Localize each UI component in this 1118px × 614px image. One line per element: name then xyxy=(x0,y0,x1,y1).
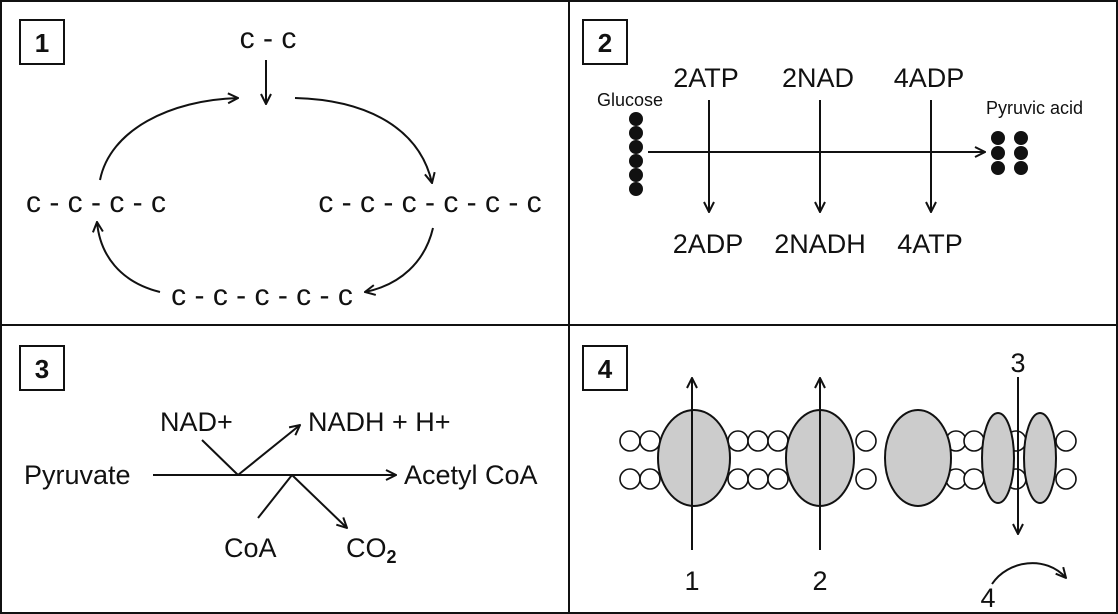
protein-complex-3 xyxy=(884,409,952,507)
panel-1-number-box xyxy=(19,19,65,65)
output-2nadh: 2NADH xyxy=(774,229,866,259)
nadh-h-label: NADH + H+ xyxy=(308,407,451,437)
panel-2-number: 2 xyxy=(598,28,612,58)
nad-plus-label: NAD+ xyxy=(160,407,233,437)
input-2nad: 2NAD xyxy=(782,63,854,93)
cycle-arrow-left-top xyxy=(99,98,238,181)
glucose-label: Glucose xyxy=(597,90,663,110)
site-label-4: 4 xyxy=(980,583,995,613)
protein-complex-1 xyxy=(657,409,731,507)
pyruvate-label: Pyruvate xyxy=(24,460,131,490)
site-label-3: 3 xyxy=(1010,348,1025,378)
panel-2: 2 Glucose Pyruvic acid 2ATP 2NAD 4ADP 2A… xyxy=(582,19,1083,259)
coa-label: CoA xyxy=(224,533,277,563)
panel-2-number-box xyxy=(582,19,628,65)
release-arc-arrow-4 xyxy=(991,562,1066,585)
coa-in-line xyxy=(257,474,293,519)
glucose-molecule xyxy=(629,112,643,196)
panel-4-number: 4 xyxy=(598,354,613,384)
chain-2-carbon: c - c xyxy=(240,22,297,55)
panel-3-number: 3 xyxy=(35,354,49,384)
membrane-lipids xyxy=(619,430,1077,490)
panel-1-number: 1 xyxy=(35,28,49,58)
chain-6-carbon: c - c - c - c - c - c xyxy=(318,186,541,219)
pyruvic-acid-molecules xyxy=(991,131,1028,175)
panel-4: 4 xyxy=(582,345,1077,613)
site-label-1: 1 xyxy=(684,566,699,596)
protein-complex-4b xyxy=(1023,412,1057,504)
output-4atp: 4ATP xyxy=(897,229,963,259)
cycle-arrow-right-top xyxy=(294,97,432,183)
chain-5-carbon: c - c - c - c - c xyxy=(171,279,353,312)
protein-complex-4a xyxy=(981,412,1015,504)
co2-out-arrow xyxy=(291,474,347,528)
pyruvic-acid-label: Pyruvic acid xyxy=(986,98,1083,118)
output-2adp: 2ADP xyxy=(673,229,744,259)
input-4adp: 4ADP xyxy=(894,63,965,93)
co2-subscript: 2 xyxy=(387,547,397,567)
panel-3: 3 Pyruvate Acetyl CoA NAD+ NADH + H+ CoA… xyxy=(19,345,538,567)
cycle-arrow-right-bottom xyxy=(365,227,434,292)
panel-1: 1 c - c c - c - c - c c - c - c - c - c … xyxy=(19,19,542,312)
acetyl-coa-label: Acetyl CoA xyxy=(404,460,538,490)
panel-3-number-box xyxy=(19,345,65,391)
nadh-out-arrow xyxy=(237,425,300,476)
membrane-proteins xyxy=(657,409,1057,507)
co2-label: CO2 xyxy=(346,533,397,567)
site-label-2: 2 xyxy=(812,566,827,596)
co2-main-text: CO xyxy=(346,533,387,563)
input-2atp: 2ATP xyxy=(673,63,739,93)
chain-4-carbon: c - c - c - c xyxy=(26,186,166,219)
cycle-arrow-bottom-left xyxy=(97,222,161,293)
panel-4-number-box xyxy=(582,345,628,391)
nad-in-line xyxy=(201,439,239,476)
